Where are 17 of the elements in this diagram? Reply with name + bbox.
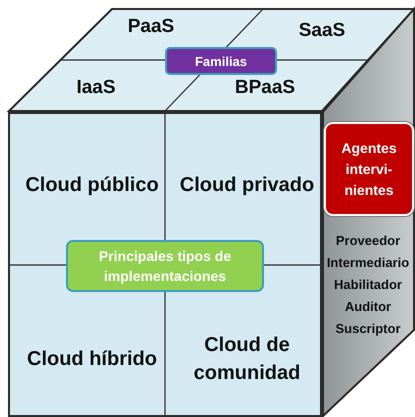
family-label: IaaS xyxy=(65,75,127,101)
category-tag: Familias xyxy=(165,47,277,75)
deployment-label: Cloud de comunidad xyxy=(170,328,324,390)
role-label: Proveedor xyxy=(334,232,402,250)
agents-box: Agentes intervi- nientes xyxy=(324,122,414,216)
role-label: Suscriptor xyxy=(334,320,402,338)
role-label: Intermediario xyxy=(326,254,410,272)
role-label: Auditor xyxy=(344,298,392,316)
role-label: Habilitador xyxy=(333,276,403,294)
category-tag: Principales tipos de implementaciones xyxy=(66,240,264,292)
deployment-label: Cloud privado xyxy=(177,154,317,216)
family-label: PaaS xyxy=(120,14,182,40)
deployment-label: Cloud híbrido xyxy=(22,328,162,390)
family-label: BPaaS xyxy=(230,75,300,101)
deployment-label: Cloud público xyxy=(22,154,162,216)
family-label: SaaS xyxy=(290,18,354,44)
cube-front-face xyxy=(8,112,322,417)
